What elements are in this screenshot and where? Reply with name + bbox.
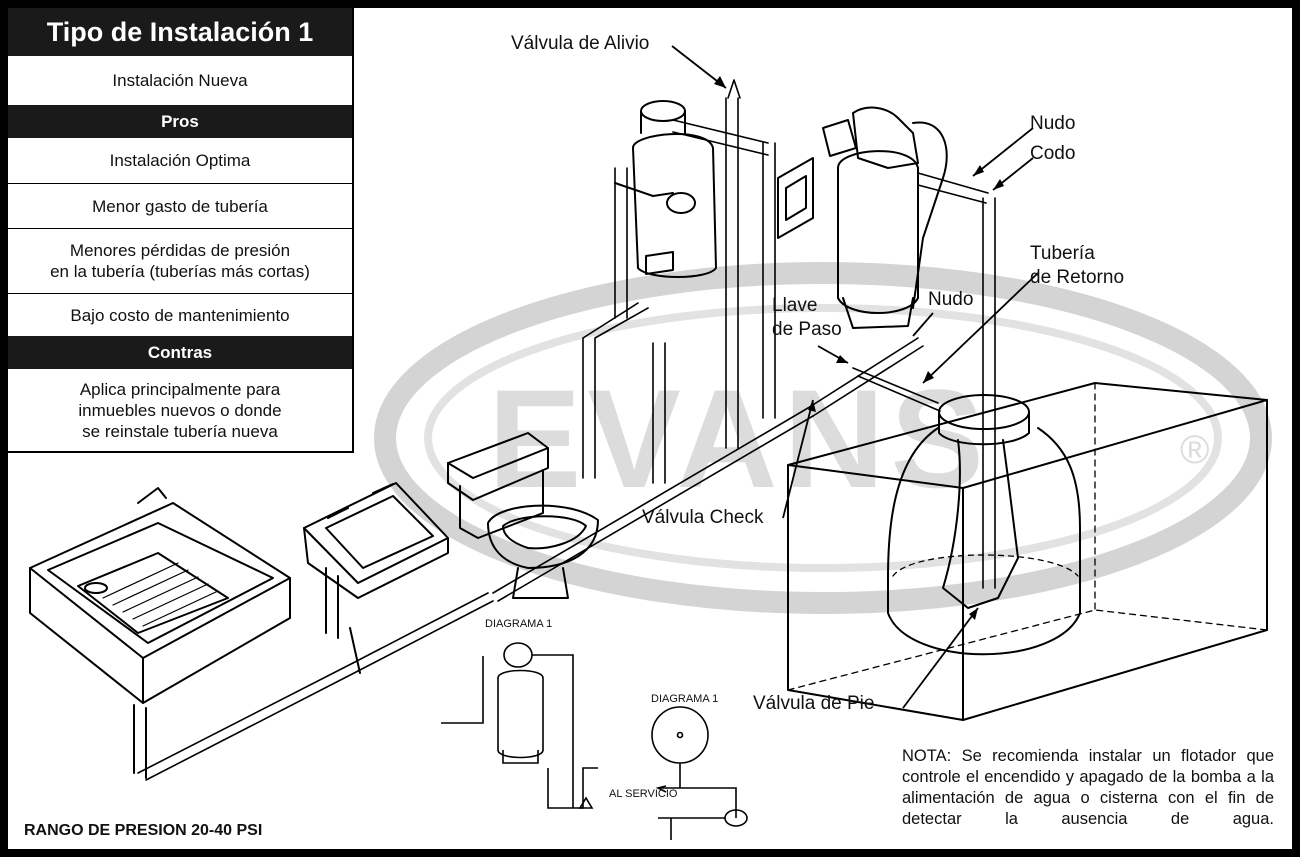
- label-return-pipe: Tubería de Retorno: [1030, 243, 1125, 288]
- cons-heading: Contras: [8, 336, 352, 369]
- service-label: AL SERVICIO: [609, 788, 678, 800]
- watermark-ellipse-outer: [374, 262, 1272, 614]
- diagram-2-pump: [651, 706, 748, 840]
- label-elbow: Codo: [1030, 143, 1076, 164]
- registered-mark: ®: [1180, 428, 1210, 472]
- wash-basin: [303, 482, 449, 674]
- water-heater: [614, 100, 717, 278]
- watermark-logo: EVANS: [488, 360, 990, 517]
- note-text: NOTA: Se recomienda instalar un flotador…: [902, 747, 1274, 828]
- pros-heading: Pros: [8, 105, 352, 138]
- diagram-1-tank: [441, 642, 598, 809]
- pro-item: Menor gasto de tubería: [8, 183, 352, 228]
- watermark-ellipse-inner: [424, 304, 1222, 572]
- label-stop-valve: Llave de Paso: [772, 295, 842, 340]
- panel-title: Tipo de Instalación 1: [8, 8, 352, 56]
- pro-item: Menores pérdidas de presión en la tuberí…: [8, 228, 352, 293]
- toilet: [447, 432, 599, 599]
- pump-and-pressure-tank: [777, 106, 948, 329]
- pro-item: Bajo costo de mantenimiento: [8, 293, 352, 336]
- diagram-label-b: DIAGRAMA 1: [651, 693, 719, 705]
- diagram-frame: EVANS ®: [8, 8, 1292, 849]
- leader-arrows: [714, 76, 1004, 620]
- storage-tank: [887, 394, 1081, 656]
- label-union-top: Nudo: [1030, 113, 1076, 134]
- diagram-label-a: DIAGRAMA 1: [485, 618, 553, 630]
- installation-drawing: [29, 45, 1272, 840]
- laundry-sink: [29, 487, 291, 779]
- installation-type: Instalación Nueva: [112, 71, 248, 90]
- pressure-range: RANGO DE PRESION 20-40 PSI: [24, 822, 263, 839]
- con-item: Aplica principalmente para inmuebles nue…: [78, 379, 282, 441]
- pro-item: Instalación Optima: [109, 151, 251, 170]
- leader-lines: [671, 45, 1039, 709]
- label-check-valve: Válvula Check: [642, 507, 764, 528]
- label-foot-valve: Válvula de Pie: [753, 693, 875, 714]
- main-pipe-run: [137, 79, 996, 781]
- label-union-bottom: Nudo: [928, 289, 974, 310]
- label-relief-valve: Válvula de Alivio: [511, 33, 650, 54]
- info-panel: Tipo de Instalación 1 Instalación Nueva …: [8, 8, 354, 453]
